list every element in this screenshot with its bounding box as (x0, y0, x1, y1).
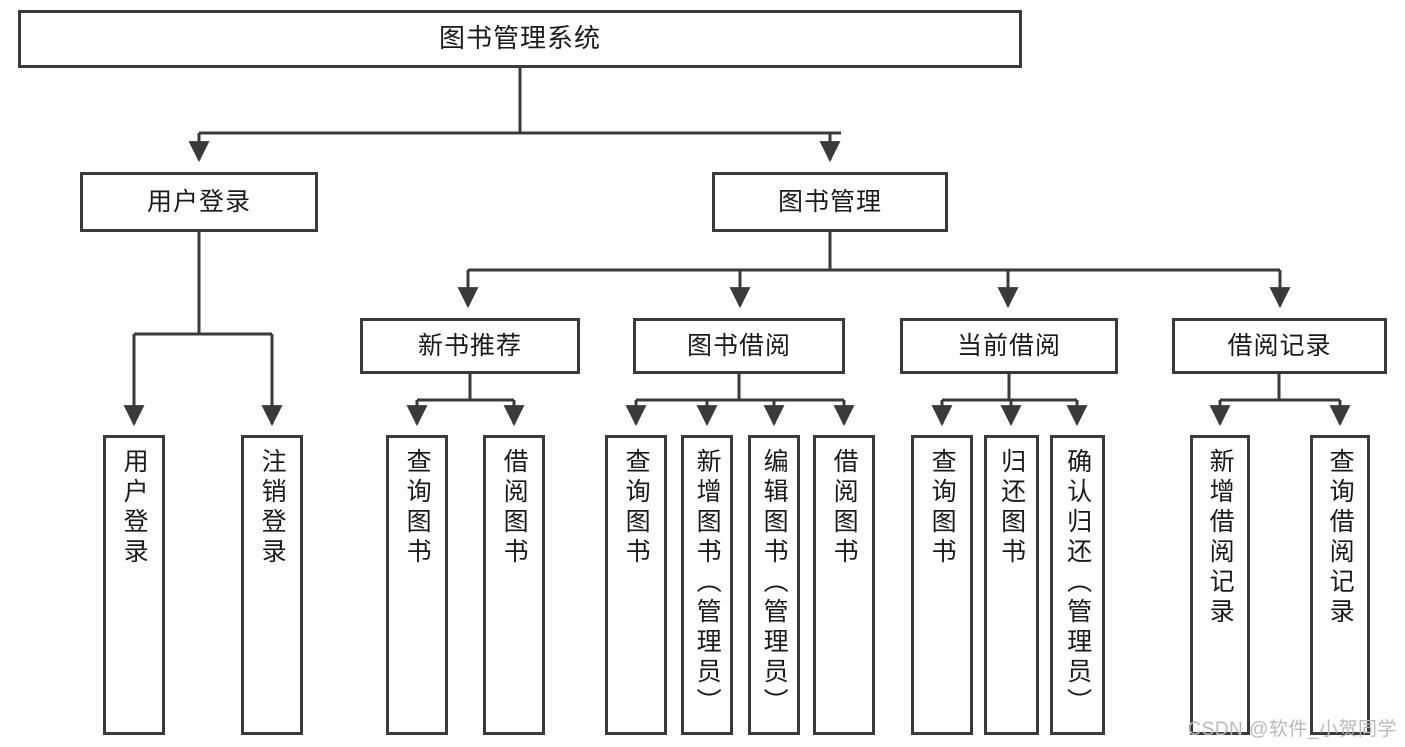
watermark: CSDN @软件_小贺同学 (1187, 719, 1397, 740)
leaf-borrow-book-recommend[interactable]: 借阅图书 (483, 435, 545, 735)
leaf-label: 查询借阅记录 (1326, 448, 1355, 628)
leaf-label: 新增借阅记录 (1206, 448, 1235, 628)
leaf-label: 编辑图书（管理员） (760, 448, 789, 718)
leaf-label: 查询图书 (622, 448, 651, 568)
leaf-label: 用户登录 (120, 448, 149, 568)
node-book-borrow[interactable]: 图书借阅 (633, 318, 845, 374)
node-root[interactable]: 图书管理系统 (18, 10, 1022, 68)
leaf-label: 归还图书 (997, 448, 1026, 568)
leaf-label: 查询图书 (403, 448, 432, 568)
leaf-return-book[interactable]: 归还图书 (984, 435, 1039, 735)
leaf-label: 新增图书（管理员） (693, 448, 722, 718)
leaf-query-book-recommend[interactable]: 查询图书 (386, 435, 448, 735)
node-label: 图书借阅 (686, 332, 791, 360)
leaf-confirm-return-admin[interactable]: 确认归还（管理员） (1050, 435, 1105, 735)
node-new-book-recommend[interactable]: 新书推荐 (360, 318, 580, 374)
leaf-label: 注销登录 (258, 448, 287, 568)
leaf-user-login[interactable]: 用户登录 (103, 435, 165, 735)
leaf-query-borrow-record[interactable]: 查询借阅记录 (1310, 435, 1370, 735)
leaf-label: 查询图书 (928, 448, 957, 568)
leaf-add-book-admin[interactable]: 新增图书（管理员） (681, 435, 733, 735)
leaf-label: 借阅图书 (500, 448, 529, 568)
node-label: 新书推荐 (417, 332, 522, 360)
leaf-query-book-current[interactable]: 查询图书 (911, 435, 973, 735)
leaf-user-logout[interactable]: 注销登录 (241, 435, 303, 735)
node-label: 用户登录 (146, 188, 251, 216)
node-label: 当前借阅 (956, 332, 1061, 360)
leaf-label: 确认归还（管理员） (1063, 448, 1092, 718)
node-current-borrow[interactable]: 当前借阅 (900, 318, 1118, 374)
leaf-label: 借阅图书 (830, 448, 859, 568)
leaf-query-book-borrow[interactable]: 查询图书 (605, 435, 667, 735)
leaf-add-borrow-record[interactable]: 新增借阅记录 (1190, 435, 1250, 735)
node-root-label: 图书管理系统 (438, 23, 601, 54)
node-book-management[interactable]: 图书管理 (712, 172, 948, 232)
node-borrow-record[interactable]: 借阅记录 (1172, 318, 1387, 374)
node-label: 图书管理 (777, 188, 882, 216)
leaf-borrow-book[interactable]: 借阅图书 (813, 435, 875, 735)
node-user-login[interactable]: 用户登录 (80, 172, 318, 232)
leaf-edit-book-admin[interactable]: 编辑图书（管理员） (748, 435, 800, 735)
node-label: 借阅记录 (1227, 332, 1332, 360)
